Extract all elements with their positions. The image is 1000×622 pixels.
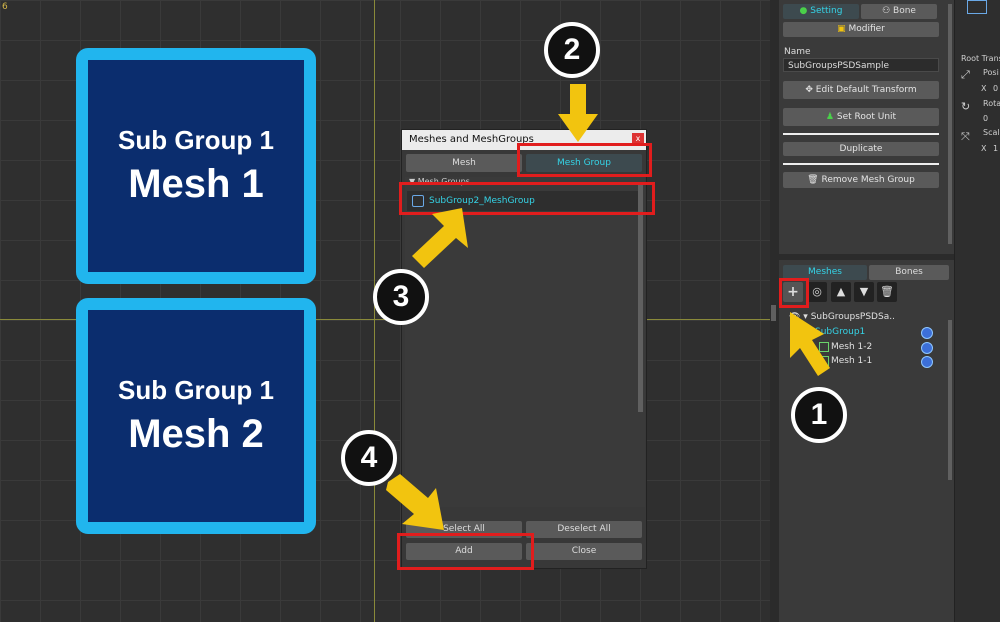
tree-row-mesh[interactable]: Mesh 1-1	[831, 356, 873, 366]
tab-meshes[interactable]: Meshes	[783, 265, 867, 280]
move-down-icon[interactable]: ▼	[854, 282, 874, 302]
tree-scrollbar[interactable]	[948, 320, 952, 480]
delete-icon[interactable]: 🗑	[877, 282, 897, 302]
mesh-card-title: Mesh 1	[128, 162, 264, 206]
modifier-button[interactable]: ▣ Modifier	[783, 22, 939, 37]
inspector-panel: ● Setting ⚇ Bone ▣ Modifier Name SubGrou…	[779, 0, 954, 622]
set-root-unit-button[interactable]: ♟ Set Root Unit	[783, 108, 939, 126]
transform-panel: Root Trans ⤢ Posi X 0 ↻ Rota 0 ⤧ Scal X …	[954, 0, 1000, 622]
tab-setting[interactable]: ● Setting	[783, 4, 859, 19]
scale-x-label: X	[981, 144, 987, 153]
root-unit-icon: ♟	[825, 112, 834, 122]
highlight-mesh-group-tab	[517, 143, 652, 177]
setting-icon: ●	[799, 6, 808, 16]
tab-bones[interactable]: Bones	[869, 265, 949, 280]
meshgroup-icon	[967, 0, 987, 14]
step-badge-4: 4	[341, 430, 397, 486]
tab-mesh[interactable]: Mesh	[406, 154, 522, 172]
arrow-down-icon	[558, 84, 598, 142]
mesh-card-subtitle: Sub Group 1	[118, 375, 274, 405]
meshes-dialog: Meshes and MeshGroups x Mesh Mesh Group …	[401, 129, 647, 569]
name-label: Name	[784, 47, 811, 57]
step-badge-1: 1	[791, 387, 847, 443]
add-icon[interactable]: +	[783, 282, 803, 302]
dialog-scrollbar[interactable]	[638, 182, 643, 412]
tree-row-mesh[interactable]: Mesh 1-2	[831, 342, 873, 352]
scale-x-value[interactable]: 1	[993, 144, 999, 153]
remove-mesh-group-button[interactable]: 🗑 Remove Mesh Group	[783, 172, 939, 188]
layer-icon[interactable]: ◎	[807, 282, 827, 302]
move-icon: ⤢	[961, 68, 970, 81]
arrow-up-left-icon	[790, 312, 830, 376]
transform-icon: ✥	[805, 85, 813, 95]
highlight-list-item	[399, 182, 655, 215]
scale-label: Scal	[983, 128, 1000, 137]
step-badge-2: 2	[544, 22, 600, 78]
close-button[interactable]: Close	[526, 543, 642, 560]
mesh-card-2: Sub Group 1 Mesh 2	[76, 298, 316, 534]
mesh-card-subtitle: Sub Group 1	[118, 125, 274, 155]
arrow-up-right-icon	[412, 208, 468, 268]
list-item[interactable]: SubGroup2_MeshGroup	[407, 191, 639, 211]
panel-splitter[interactable]	[779, 254, 954, 260]
list-header: ▼ Mesh Groups	[409, 177, 470, 186]
tab-bone[interactable]: ⚇ Bone	[861, 4, 937, 19]
highlight-add-icon	[779, 278, 809, 308]
position-label: Posi	[983, 68, 999, 77]
mesh-card-1: Sub Group 1 Mesh 1	[76, 48, 316, 284]
close-icon[interactable]: x	[632, 133, 644, 145]
modifier-icon: ▣	[837, 24, 846, 34]
step-badge-3: 3	[373, 269, 429, 325]
divider	[783, 163, 939, 165]
name-field[interactable]: SubGroupsPSDSample	[783, 58, 939, 72]
rotation-value[interactable]: 0	[983, 114, 989, 123]
tree-row-subgroup[interactable]: SubGroup1	[815, 327, 866, 337]
tab-mesh-group[interactable]: Mesh Group	[526, 154, 642, 172]
visibility-icon[interactable]	[921, 327, 933, 339]
list-item-label: SubGroup2_MeshGroup	[429, 196, 535, 206]
mesh-card-title: Mesh 2	[128, 412, 264, 456]
canvas-corner-number: 6	[2, 2, 8, 12]
trash-icon: 🗑	[807, 175, 819, 185]
meshgroup-icon	[412, 195, 424, 207]
add-button[interactable]: Add	[406, 543, 522, 560]
divider	[783, 133, 939, 135]
viewport-scrollbar[interactable]	[771, 305, 776, 321]
edit-default-transform-button[interactable]: ✥ Edit Default Transform	[783, 81, 939, 99]
duplicate-button[interactable]: Duplicate	[783, 142, 939, 156]
position-x-label: X	[981, 84, 987, 93]
rotate-icon: ↻	[961, 100, 971, 113]
position-x-value[interactable]: 0	[993, 84, 999, 93]
vertical-axis-line	[374, 0, 375, 622]
rotation-label: Rota	[983, 99, 1000, 108]
mesh-icon	[819, 342, 829, 352]
visibility-icon[interactable]	[921, 356, 933, 368]
bone-icon: ⚇	[882, 6, 891, 16]
scale-icon: ⤧	[961, 130, 970, 143]
dialog-title: Meshes and MeshGroups	[409, 134, 534, 145]
root-transform-label: Root Trans	[961, 54, 1000, 63]
inspector-scrollbar[interactable]	[948, 4, 952, 244]
move-up-icon[interactable]: ▲	[831, 282, 851, 302]
highlight-add-button	[397, 533, 534, 570]
deselect-all-button[interactable]: Deselect All	[526, 521, 642, 538]
visibility-icon[interactable]	[921, 342, 933, 354]
arrow-down-right-icon	[386, 474, 444, 530]
